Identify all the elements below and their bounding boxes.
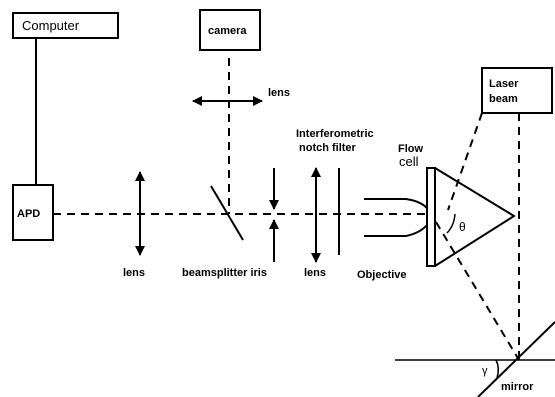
apd-label: APD: [17, 208, 40, 220]
laser-label-line2: beam: [489, 93, 518, 105]
objective-lower: [364, 224, 428, 237]
laser-beam-incident: [447, 112, 483, 211]
gamma-arc: [495, 359, 500, 379]
laser-beam-box: Laser beam: [481, 67, 553, 114]
notch-filter-label-line1: Interferometric: [296, 128, 374, 140]
right-lens-label: lens: [304, 267, 326, 279]
flow-cell-label-line2: cell: [399, 154, 419, 169]
beamsplitter: [210, 185, 244, 241]
notch-filter-label-line2: notch filter: [299, 142, 357, 154]
top-lens-label: lens: [268, 87, 290, 99]
gamma-label: γ: [482, 365, 488, 377]
laser-label-line1: Laser: [489, 78, 519, 90]
theta-arc: [446, 213, 456, 234]
camera-box: camera: [199, 9, 261, 51]
computer-label: Computer: [22, 18, 80, 33]
objective-upper: [364, 198, 428, 209]
mirror-label: mirror: [501, 381, 534, 393]
theta-label: θ: [459, 220, 466, 234]
objective-label: Objective: [357, 269, 407, 281]
flow-cell-window: [426, 167, 436, 267]
apd-box: APD: [12, 184, 54, 241]
mirror: [477, 321, 555, 397]
flow-cell-prism: [434, 167, 516, 267]
flow-cell-label-line1: Flow: [398, 143, 423, 155]
computer-box: Computer: [12, 12, 119, 39]
beamsplitter-iris-label: beamsplitter iris: [182, 267, 267, 279]
camera-label: camera: [208, 25, 247, 37]
laser-beam-reflected: [435, 221, 520, 361]
left-lens-label: lens: [123, 267, 145, 279]
